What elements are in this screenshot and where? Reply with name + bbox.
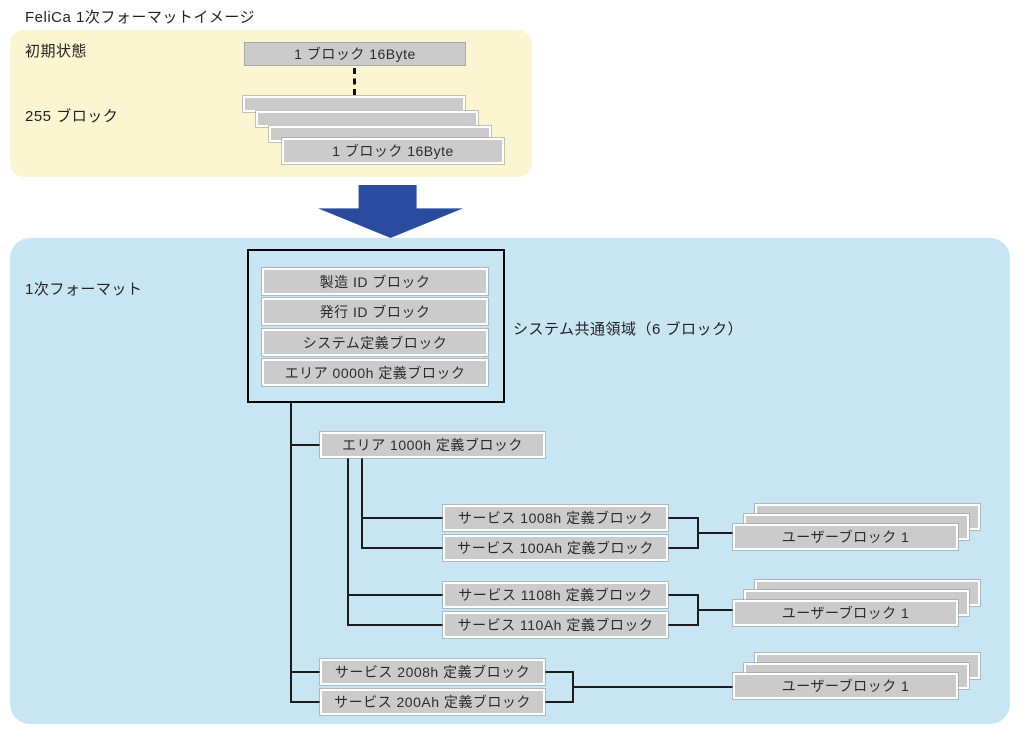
initial-state-label: 初期状態	[25, 43, 88, 60]
primary-format-panel	[10, 238, 1010, 724]
system-common-area-label: システム共通領域（6 ブロック）	[513, 321, 744, 338]
branch-service-200ah	[290, 701, 320, 703]
block-service-200ah: サービス 200Ah 定義ブロック	[320, 689, 545, 715]
bracket1-bottom	[668, 547, 697, 549]
bracket3-top	[545, 671, 572, 673]
stacked-block-back	[243, 96, 465, 112]
ellipsis-dotted-line	[353, 68, 356, 95]
bracket2-out	[697, 609, 733, 611]
down-arrow-icon	[318, 185, 463, 238]
branch-service-2008h	[290, 671, 320, 673]
block-manufacture-id: 製造 ID ブロック	[262, 268, 488, 295]
block-area-1000h: エリア 1000h 定義ブロック	[320, 432, 545, 458]
block-service-1108h: サービス 1108h 定義ブロック	[443, 582, 668, 608]
branch-service-1108h	[347, 594, 443, 596]
block-area-0000h: エリア 0000h 定義ブロック	[262, 359, 488, 386]
user-stack3-front: ユーザーブロック 1	[733, 673, 958, 699]
stacked-block	[256, 111, 478, 127]
bracket2-bottom	[668, 624, 697, 626]
bracket3-bottom	[545, 701, 572, 703]
block-service-100ah: サービス 100Ah 定義ブロック	[443, 535, 668, 561]
area-sub-line-1	[347, 458, 349, 626]
area-sub-line-2	[361, 458, 363, 549]
user-stack2-front: ユーザーブロック 1	[733, 600, 958, 626]
system-common-area-box	[247, 249, 505, 403]
page-title: FeliCa 1次フォーマットイメージ	[25, 9, 256, 26]
branch-service-1008h	[361, 517, 443, 519]
bracket1-top	[668, 517, 697, 519]
block-count-label: 255 ブロック	[25, 108, 119, 125]
branch-area-1000h	[290, 444, 322, 446]
bracket3-out	[572, 686, 733, 688]
block-system-definition: システム定義ブロック	[262, 329, 488, 356]
branch-service-100ah	[361, 547, 443, 549]
branch-service-110ah	[347, 624, 443, 626]
user-stack1-front: ユーザーブロック 1	[733, 524, 958, 550]
primary-format-label: 1次フォーマット	[25, 281, 143, 298]
trunk-line	[290, 403, 292, 703]
bracket2-top	[668, 594, 697, 596]
bracket1-out	[697, 532, 733, 534]
block-service-1008h: サービス 1008h 定義ブロック	[443, 505, 668, 531]
block-service-110ah: サービス 110Ah 定義ブロック	[443, 612, 668, 638]
block-service-2008h: サービス 2008h 定義ブロック	[320, 659, 545, 685]
single-block-16byte: 1 ブロック 16Byte	[244, 42, 466, 66]
stacked-block-front: 1 ブロック 16Byte	[282, 138, 504, 164]
block-issue-id: 発行 ID ブロック	[262, 298, 488, 325]
